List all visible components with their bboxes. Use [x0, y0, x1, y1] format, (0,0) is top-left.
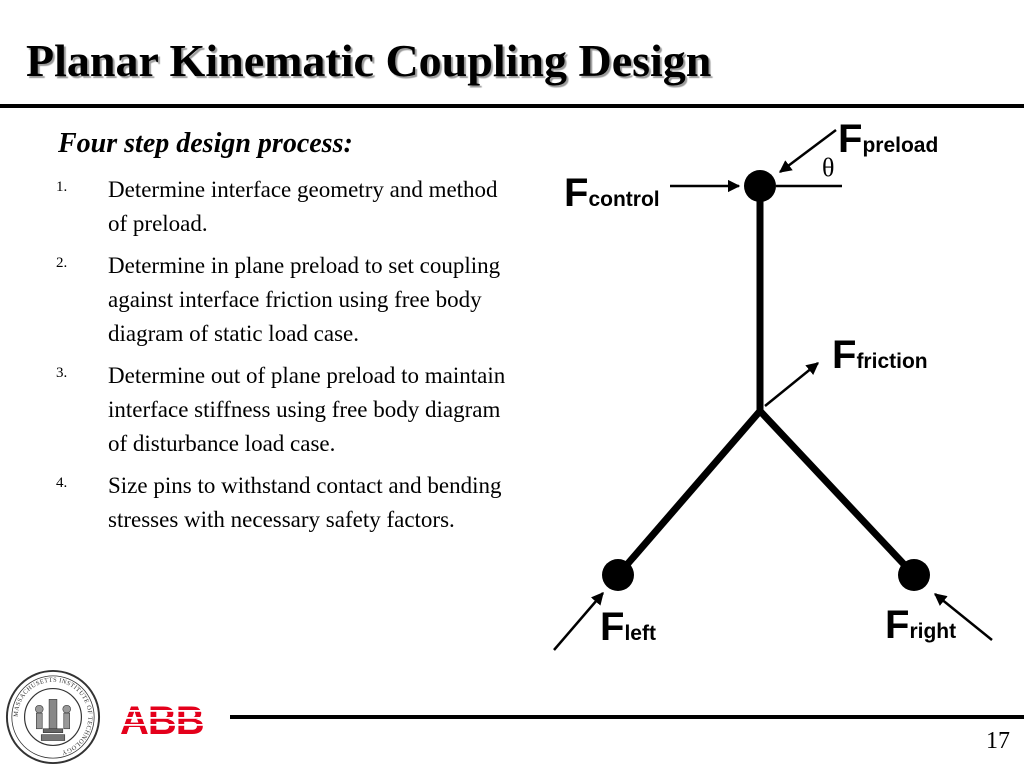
- design-steps-list: 1. Determine interface geometry and meth…: [56, 173, 506, 545]
- label-main: F: [838, 117, 862, 161]
- label-subscript: control: [588, 188, 659, 211]
- left-member: [615, 408, 763, 578]
- label-f-right: Fright: [885, 603, 956, 647]
- step-text: Determine interface geometry and method …: [108, 177, 498, 236]
- step-number: 4.: [56, 475, 68, 491]
- left-contact-point: [602, 559, 634, 591]
- list-item: 4. Size pins to withstand contact and be…: [56, 469, 506, 537]
- abb-logo: ABB: [120, 702, 212, 738]
- left-force-arrow: [553, 592, 604, 651]
- step-number: 1.: [56, 179, 68, 195]
- label-subscript: friction: [856, 350, 927, 373]
- label-f-preload: Fpreload: [838, 117, 938, 161]
- list-item: 2. Determine in plane preload to set cou…: [56, 249, 506, 351]
- logo-text: ABB: [120, 702, 204, 738]
- title-divider: [0, 104, 1024, 108]
- label-main: F: [564, 171, 588, 215]
- free-body-diagram: Fpreload θ Fcontrol Ffriction Fleft Frig…: [553, 117, 993, 651]
- slide-title: Planar Kinematic Coupling Design: [26, 35, 712, 86]
- label-subscript: right: [909, 620, 956, 643]
- label-f-friction: Ffriction: [832, 333, 928, 377]
- label-f-left: Fleft: [600, 605, 656, 649]
- step-number: 2.: [56, 255, 68, 271]
- step-text: Size pins to withstand contact and bendi…: [108, 473, 502, 532]
- label-theta: θ: [822, 153, 834, 182]
- top-contact-point: [744, 170, 776, 202]
- label-subscript: left: [624, 622, 656, 645]
- step-text: Determine out of plane preload to mainta…: [108, 363, 506, 456]
- label-f-control: Fcontrol: [564, 171, 660, 215]
- right-contact-point: [898, 559, 930, 591]
- list-item: 3. Determine out of plane preload to mai…: [56, 359, 506, 461]
- preload-force-arrow: [779, 129, 837, 173]
- footer-divider: [230, 715, 1024, 719]
- step-text: Determine in plane preload to set coupli…: [108, 253, 501, 346]
- mit-seal: MASSACHUSETTS INSTITUTE OF TECHNOLOGY: [5, 669, 101, 765]
- label-main: F: [885, 603, 909, 647]
- page-number: 17: [986, 728, 1010, 754]
- label-subscript: preload: [862, 134, 938, 157]
- list-item: 1. Determine interface geometry and meth…: [56, 173, 506, 241]
- right-force-arrow: [934, 593, 993, 641]
- friction-force-arrow: [764, 362, 819, 407]
- label-main: F: [600, 605, 624, 649]
- process-subheading: Four step design process:: [58, 128, 353, 159]
- right-member: [757, 408, 917, 578]
- label-main: F: [832, 333, 856, 377]
- step-number: 3.: [56, 365, 68, 381]
